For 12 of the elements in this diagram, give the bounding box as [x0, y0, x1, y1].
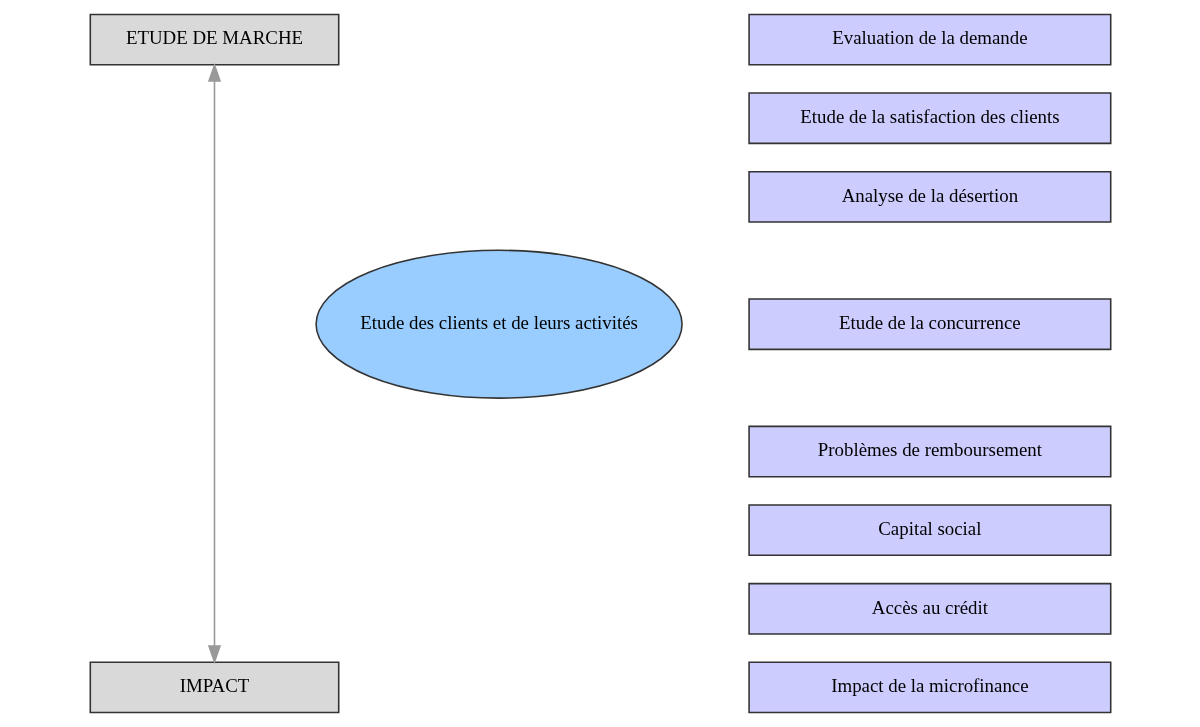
node-box: Capital social	[747, 504, 1111, 557]
node-ellipse: Etude des clients et de leurs activités	[314, 249, 683, 399]
node-box: Evaluation de la demande	[747, 13, 1111, 66]
node-box: ETUDE DE MARCHE	[89, 13, 339, 66]
node-box: IMPACT	[89, 661, 339, 714]
arrow	[207, 62, 221, 665]
node-box: Accès au crédit	[747, 582, 1111, 635]
node-box: Impact de la microfinance	[747, 661, 1111, 714]
node-box: Etude de la satisfaction des clients	[747, 92, 1111, 145]
node-box: Etude de la concurrence	[747, 298, 1111, 351]
node-box: Problèmes de remboursement	[747, 425, 1111, 478]
node-box: Analyse de la désertion	[747, 170, 1111, 223]
